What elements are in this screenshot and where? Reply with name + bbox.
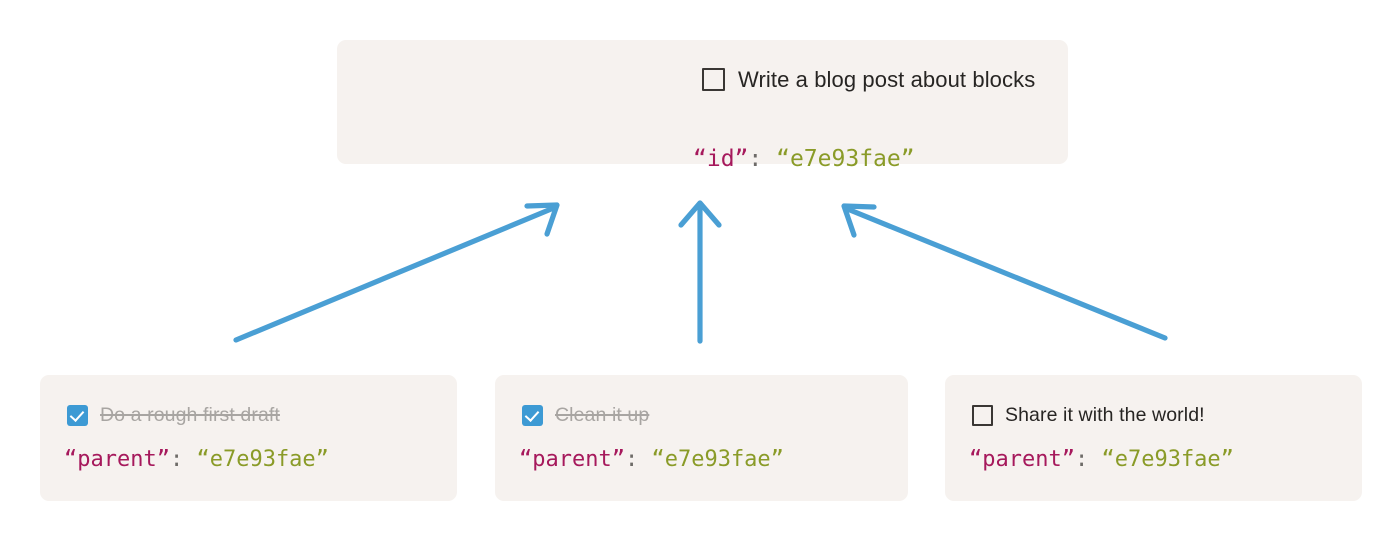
child-json-line: “parent”: “e7e93fae” — [519, 449, 784, 471]
checkbox-unchecked-icon[interactable] — [702, 68, 725, 91]
arrow-child1-to-parent — [233, 202, 560, 343]
json-value: “e7e93fae” — [651, 447, 784, 472]
child-json-line: “parent”: “e7e93fae” — [64, 449, 329, 471]
checkbox-unchecked-icon[interactable] — [972, 405, 993, 426]
json-colon: : — [748, 146, 763, 172]
json-key: “parent” — [519, 447, 625, 472]
json-spacer — [183, 447, 196, 472]
json-spacer — [762, 146, 776, 172]
json-value: “e7e93fae” — [196, 447, 329, 472]
parent-task-row[interactable]: Write a blog post about blocks — [702, 68, 1035, 91]
child-json-line: “parent”: “e7e93fae” — [969, 449, 1234, 471]
json-spacer — [1088, 447, 1101, 472]
child-task-row[interactable]: Clean it up — [522, 405, 649, 426]
child-block-card[interactable]: Clean it up “parent”: “e7e93fae” — [495, 375, 908, 501]
checkbox-checked-icon[interactable] — [67, 405, 88, 426]
json-spacer — [638, 447, 651, 472]
json-colon: : — [169, 447, 184, 472]
checkbox-checked-icon[interactable] — [522, 405, 543, 426]
child-block-card[interactable]: Do a rough first draft “parent”: “e7e93f… — [40, 375, 457, 501]
child-task-row[interactable]: Share it with the world! — [972, 405, 1205, 426]
child-block-card[interactable]: Share it with the world! “parent”: “e7e9… — [945, 375, 1362, 501]
json-colon: : — [1074, 447, 1089, 472]
json-value: “e7e93fae” — [1101, 447, 1234, 472]
parent-block-card[interactable]: Write a blog post about blocks “id”: “e7… — [337, 40, 1068, 171]
arrow-child3-to-parent — [841, 203, 1168, 341]
json-key: “parent” — [64, 447, 170, 472]
arrow-child2-to-parent — [678, 200, 722, 344]
parent-json-line: “id”: “e7e93fae” — [693, 148, 915, 171]
json-value: “e7e93fae” — [776, 146, 915, 172]
child-task-label: Clean it up — [555, 403, 650, 426]
child-task-row[interactable]: Do a rough first draft — [67, 405, 280, 426]
json-key: “id” — [693, 146, 749, 172]
json-colon: : — [624, 447, 639, 472]
child-task-label: Share it with the world! — [1005, 403, 1205, 426]
child-task-label: Do a rough first draft — [100, 403, 280, 426]
parent-task-label: Write a blog post about blocks — [738, 66, 1036, 92]
json-key: “parent” — [969, 447, 1075, 472]
